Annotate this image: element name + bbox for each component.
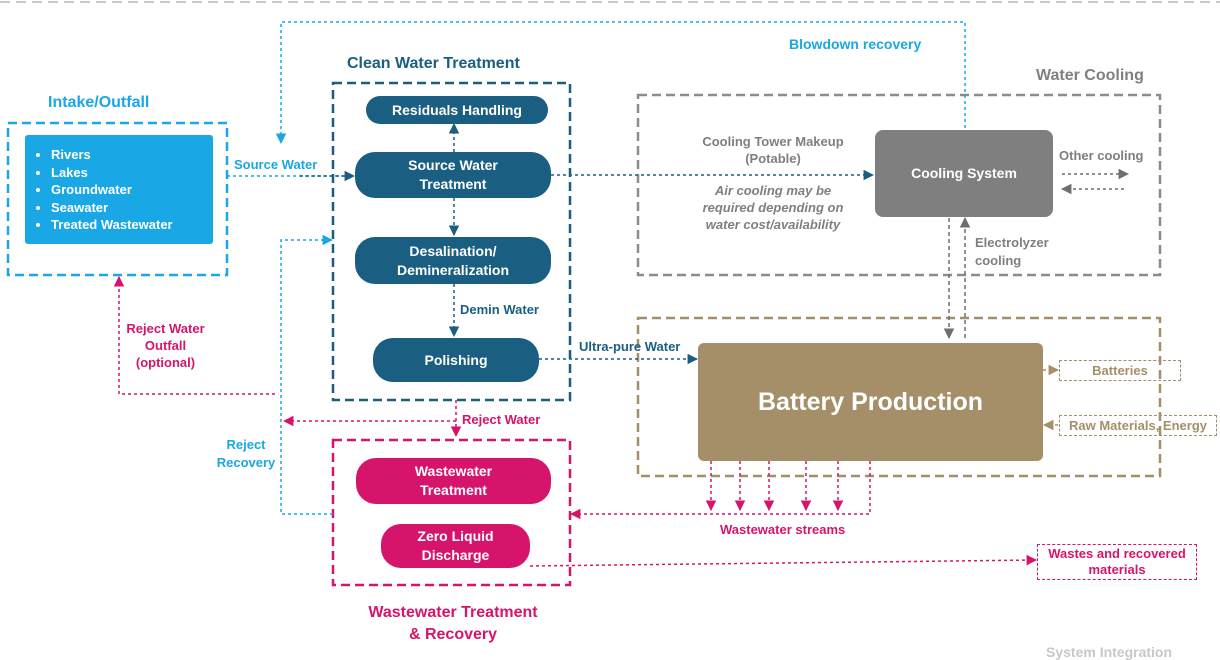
clean-title: Clean Water Treatment	[347, 55, 520, 72]
clean-frame	[331, 81, 572, 402]
cooling-makeup-label: Cooling Tower Makeup (Potable)	[702, 134, 844, 166]
source-item: Treated Wastewater	[51, 216, 213, 234]
cooling-system-node: Cooling System	[875, 130, 1053, 217]
batteries-output: Batteries	[1059, 360, 1181, 381]
wastes-output: Wastes and recovered materials	[1037, 544, 1197, 580]
electrolyzer-label: Electrolyzer cooling	[975, 235, 1049, 268]
source-water-label: Source Water	[234, 157, 318, 172]
air-cooling-note: Air cooling may be required depending on…	[702, 183, 844, 232]
recovery-line	[280, 234, 334, 515]
other-cooling-label: Other cooling	[1059, 148, 1144, 163]
streams-collector	[569, 461, 871, 520]
intake-frame	[6, 121, 229, 277]
cooling-title: Water Cooling	[1036, 67, 1144, 84]
wastes-line	[529, 554, 1038, 567]
reject-recovery-label: Reject Recovery	[216, 437, 276, 470]
demin-water-label: Demin Water	[460, 302, 539, 317]
residuals-handling-node: Residuals Handling	[366, 96, 548, 124]
zld-node: Zero Liquid Discharge	[381, 524, 530, 568]
reject-outfall-label: Reject Water Outfall (optional)	[126, 321, 205, 370]
blowdown-label: Blowdown recovery	[789, 36, 922, 52]
battery-frame	[636, 316, 1162, 478]
footer-label: System Integration	[1046, 644, 1173, 660]
polishing-node: Polishing	[373, 338, 539, 382]
intake-sources-box: Rivers Lakes Groundwater Seawater Treate…	[25, 135, 213, 244]
desalination-node: Desalination/ Demineralization	[355, 237, 551, 284]
battery-production-node: Battery Production	[698, 343, 1043, 461]
source-treatment-node: Source Water Treatment	[355, 152, 551, 198]
wastewater-title: Wastewater Treatment & Recovery	[368, 604, 538, 643]
source-item: Rivers	[51, 146, 213, 164]
wastewater-treatment-node: Wastewater Treatment	[356, 458, 551, 504]
reject-water-label: Reject Water	[462, 412, 541, 427]
cooling-frame	[636, 93, 1162, 277]
source-item: Groundwater	[51, 181, 213, 199]
wastewater-streams-label: Wastewater streams	[720, 522, 846, 537]
outfall-line	[113, 275, 275, 395]
source-item: Lakes	[51, 164, 213, 182]
source-item: Seawater	[51, 199, 213, 217]
ultrapure-label: Ultra-pure Water	[579, 339, 681, 354]
intake-title: Intake/Outfall	[48, 94, 150, 111]
raw-materials-input: Raw Materials, Energy	[1059, 415, 1217, 436]
